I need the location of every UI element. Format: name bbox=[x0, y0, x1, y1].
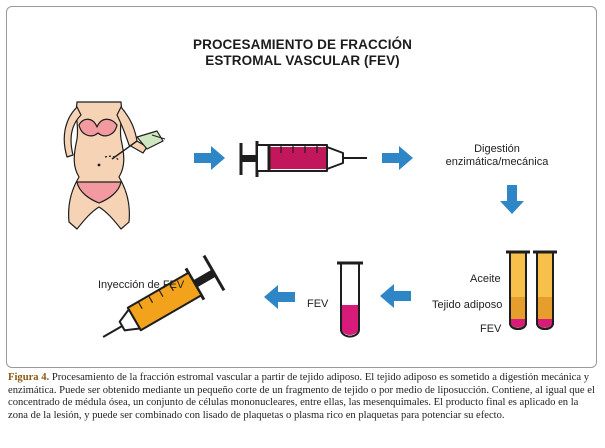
figure-caption-text: Procesamiento de la fracción estromal va… bbox=[8, 372, 595, 421]
title-line-2: ESTROMAL VASCULAR (FEV) bbox=[205, 53, 400, 68]
test-tube-fev-icon bbox=[337, 261, 363, 338]
label-aceite: Aceite bbox=[470, 273, 501, 285]
arrow-left-icon bbox=[380, 284, 411, 308]
arrow-right-icon bbox=[194, 146, 225, 170]
syringe-injection-icon bbox=[102, 254, 226, 338]
arrow-down-icon bbox=[500, 185, 524, 214]
label-tejido-adiposo: Tejido adiposo bbox=[432, 299, 503, 311]
arrow-right-icon bbox=[382, 146, 413, 170]
diagram-title: PROCESAMIENTO DE FRACCIÓN ESTROMAL VASCU… bbox=[7, 37, 596, 69]
label-digestion-line-1: Digestión bbox=[474, 143, 520, 155]
figure-caption: Figura 4. Procesamiento de la fracción e… bbox=[8, 372, 598, 422]
title-line-1: PROCESAMIENTO DE FRACCIÓN bbox=[192, 37, 412, 52]
label-fev-single: FEV bbox=[307, 298, 329, 310]
test-tube-left-icon bbox=[506, 250, 530, 330]
process-illustration bbox=[63, 101, 557, 338]
woman-figure-icon bbox=[63, 101, 166, 230]
label-digestion-line-2: enzimática/mecánica bbox=[445, 156, 549, 168]
diagram-frame: PROCESAMIENTO DE FRACCIÓN ESTROMAL VASCU… bbox=[6, 6, 597, 368]
label-inyeccion: Inyección de FEV bbox=[98, 279, 185, 291]
arrow-left-icon bbox=[264, 285, 295, 309]
label-digestion: Digestión enzimática/mecánica bbox=[437, 143, 557, 169]
figure-label: Figura 4. bbox=[8, 372, 50, 383]
syringe-tissue-icon bbox=[239, 141, 367, 177]
test-tube-right-icon bbox=[533, 250, 557, 330]
label-fev-tubes: FEV bbox=[480, 323, 502, 335]
